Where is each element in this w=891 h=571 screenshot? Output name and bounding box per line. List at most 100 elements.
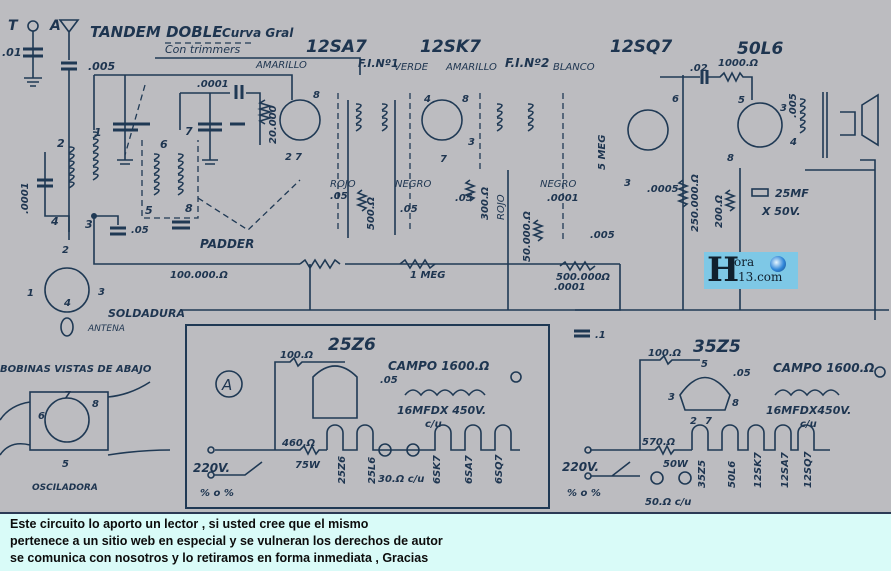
wire-color-label: VERDE [394,62,429,73]
resistor-label: 5 MEG [597,135,608,170]
tube-50l6-label: 50L6 [737,39,783,59]
osciladora-label: OSCILADORA [32,483,98,493]
coil-shield [141,140,199,219]
wire-color-label: NEGRO [540,179,576,190]
antena-label: ANTENA [87,324,125,334]
gang-link [124,84,146,156]
wire-color-label: ROJO [496,194,507,220]
ground-icon [24,77,42,87]
switch-label: % o % [200,488,234,499]
pin-label: 3 [468,137,475,148]
tube-35z5-label: 35Z5 [693,337,741,357]
wire [347,100,396,238]
b-plus-terminal [874,366,886,378]
pin-label: 5 [145,204,153,217]
resistor-label: 1 MEG [410,270,445,281]
if2-secondary [527,103,534,132]
resistor-label: 20.000 [268,105,279,144]
pin-label: 8 [727,153,734,164]
dashed-link [197,179,301,231]
resistor-label: 300.Ω [480,186,491,220]
subtitle: Curva Gral [222,26,294,40]
wire-color-label: NEGRO [395,179,431,190]
resistor-label: 200.Ω [714,194,725,228]
cap-label: .05 [330,191,348,202]
resistor-label: 100.Ω [280,350,314,361]
hora13-logo[interactable]: H ora 13.com [704,250,798,290]
cathode-resistor [463,179,477,202]
field-coil [774,389,840,397]
heater-label: 6SK7 [432,455,443,484]
coil-view-title: BOBINAS VISTAS DE ABAJO [0,364,152,375]
cap-label: .01 [2,46,22,59]
tube-12sq7 [627,109,669,151]
wire [93,75,300,265]
tube-12sa7 [279,99,321,141]
wire [660,71,753,100]
tube-25z6-label: 25Z6 [328,335,376,355]
pin-label: 3 [624,178,631,189]
padder-label: PADDER [200,237,254,251]
notice-line: pertenece a un sitio web en especial y s… [10,534,443,548]
if2-primary [496,103,503,132]
grid-resistor [257,99,273,125]
osc-coil-secondary [177,153,184,196]
wire-color-label: AMARILLO [445,62,497,73]
heater-label: 6SQ7 [494,454,505,484]
wire [155,57,361,75]
electrolytic-capacitor [751,188,769,197]
pin-label: 3 [668,392,675,403]
section-a-marker [215,370,243,398]
cap-label: .0001 [197,79,229,90]
cap-label: X 50V. [761,205,801,218]
osc-coil-socket [44,397,90,443]
pin-label: 8 [313,90,320,101]
pin-label: 7 [705,416,712,427]
if2-shield [479,93,564,240]
heater-string [326,424,520,451]
resistor-label: 250.000.Ω [690,174,701,232]
avc-resistor [399,258,436,270]
wire [274,356,345,450]
coil-base [29,391,109,451]
wire [94,215,119,225]
campo-label: CAMPO 1600.Ω [773,361,874,375]
antenna-lug [60,317,74,337]
section-a-frame [185,324,550,509]
pin-label: 6 [38,411,45,422]
dropping-resistor [590,444,692,456]
screen-resistor [355,189,369,212]
fi2-label: F.I.Nº2 [505,56,549,70]
tube-12sk7-label: 12SK7 [420,37,481,57]
wire-color-label: BLANCO [553,62,595,73]
mains-terminal [207,446,215,454]
tube-35z5 [679,376,731,411]
logo-text-line1: ora [734,255,755,269]
pin-label: 2 [62,245,69,256]
secondary-coil [92,131,99,181]
pilot-lamp [406,443,420,457]
tube-25z6 [312,365,358,419]
cap-label: .005 [590,230,615,241]
if1-primary [355,103,362,132]
watt-label: 50W [663,459,689,470]
resistor-label: 500.Ω [366,196,377,230]
wire [179,93,218,165]
terminal-t-label: T [8,18,19,34]
ground-icon [117,75,133,165]
pin-label: 8 [92,399,99,410]
cap-label: .1 [595,330,606,341]
pin-label: 3 [98,287,105,298]
tube-12sa7-label: 12SA7 [306,37,367,57]
pin-label: 2 [285,152,292,163]
resistor-label: 1000.Ω [718,58,759,69]
wire [180,92,261,145]
antenna-coil [68,146,75,189]
notice-line: Este circuito lo aporto un lector , si u… [10,517,369,531]
notice-line: se comunica con nosotros y lo retiramos … [10,551,429,565]
logo-glyph: H [707,250,740,290]
pin-label: 7 [185,125,193,138]
wire [639,354,700,450]
soldadura-label: SOLDADURA [108,307,185,320]
cap-label: .05 [400,204,418,215]
